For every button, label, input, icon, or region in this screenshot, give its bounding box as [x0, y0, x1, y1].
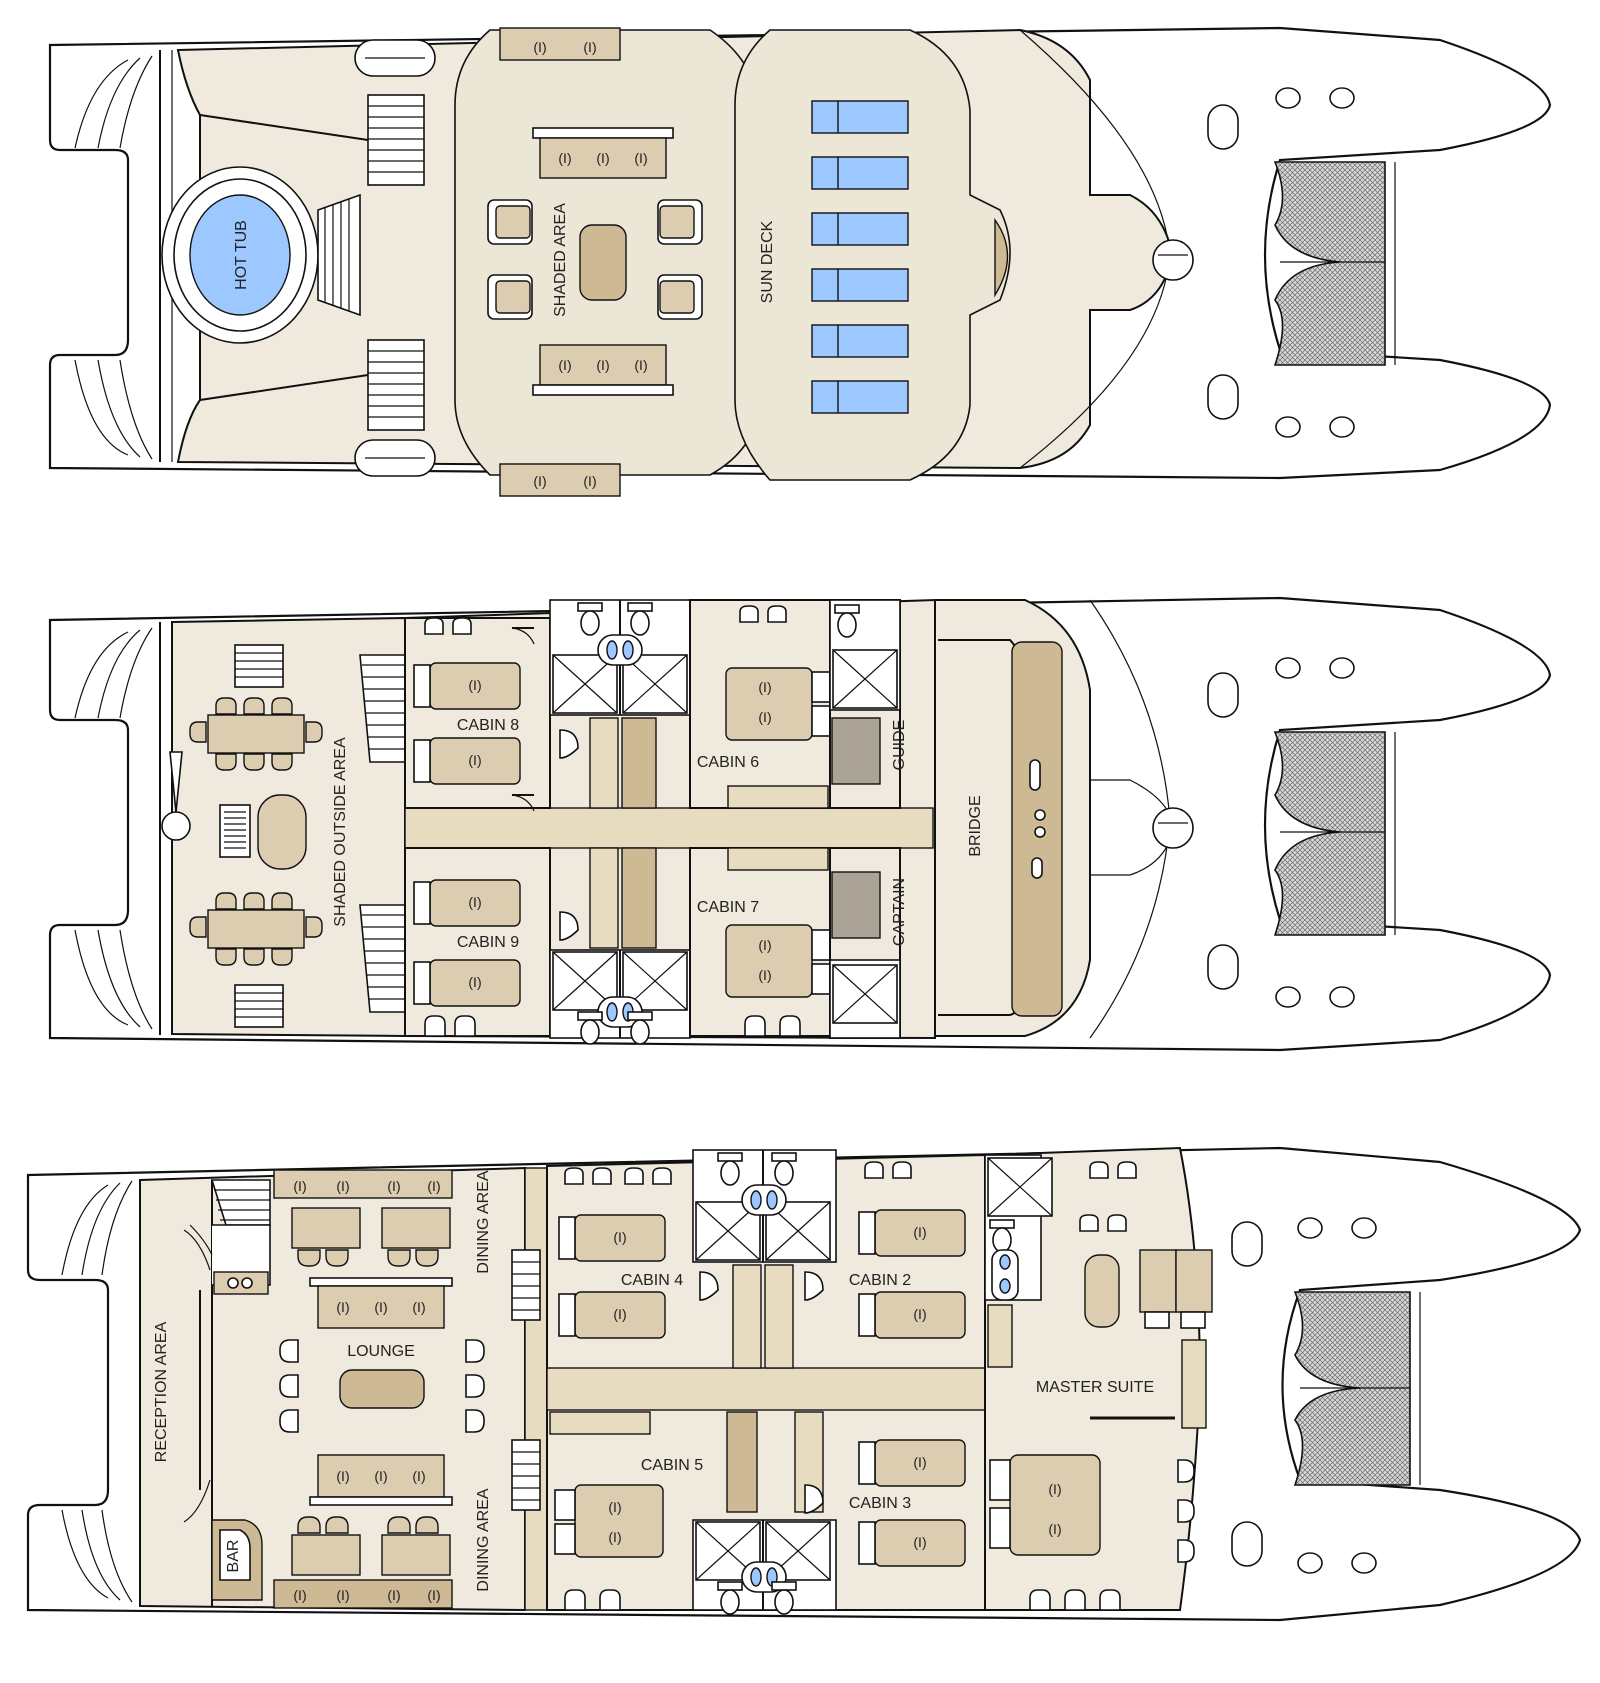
cabin-4: CABIN 4	[558, 1167, 719, 1339]
main-corridor	[546, 1367, 986, 1411]
svg-text:(I): (I)	[758, 937, 771, 953]
svg-text:(I): (I)	[293, 1587, 306, 1603]
lounge-label: LOUNGE	[347, 1343, 415, 1360]
bathroom-cabin-5-3	[692, 1519, 837, 1615]
svg-text:(I): (I)	[583, 39, 596, 55]
cabin-9: CABIN 9	[404, 847, 579, 1037]
sun-lounger	[811, 268, 909, 302]
sun-lounger	[811, 100, 909, 134]
cabin-3: CABIN 3	[804, 1439, 966, 1567]
svg-text:(I): (I)	[634, 357, 647, 373]
sun-lounger	[811, 380, 909, 414]
bathroom-cabin-4-2	[692, 1149, 837, 1263]
master-suite-label: MASTER SUITE	[1036, 1379, 1154, 1396]
svg-text:(I): (I)	[293, 1178, 306, 1194]
svg-text:(I): (I)	[1048, 1521, 1061, 1537]
hot-tub	[189, 194, 291, 316]
svg-text:(I): (I)	[596, 150, 609, 166]
upper-deck: SHADED OUTSIDE AREA CABIN 8 CABIN 9	[48, 596, 1552, 1052]
aft-dining-bottom	[189, 892, 323, 966]
bar: BAR	[211, 1519, 263, 1601]
svg-text:(I): (I)	[336, 1178, 349, 1194]
bathroom-cabin-8-6	[549, 599, 691, 716]
cabin-7: CABIN 7 (I) (I)	[689, 847, 831, 1037]
cabin-2-label: CABIN 2	[849, 1272, 911, 1289]
svg-text:(I): (I)	[387, 1178, 400, 1194]
dining-area-top-label: DINING AREA	[475, 1170, 492, 1273]
cabin-2: CABIN 2	[804, 1161, 966, 1339]
sun-deck: HOT TUB (I) (I) (I) (I) (I) (I) (I	[48, 26, 1552, 497]
bridge: BRIDGE	[934, 599, 1091, 1037]
guide-label: GUIDE	[891, 720, 908, 771]
svg-text:(I): (I)	[412, 1468, 425, 1484]
svg-text:(I): (I)	[583, 473, 596, 489]
svg-text:(I): (I)	[758, 709, 771, 725]
svg-text:(I): (I)	[558, 150, 571, 166]
svg-text:(I): (I)	[758, 967, 771, 983]
svg-text:(I): (I)	[336, 1299, 349, 1315]
svg-text:(I): (I)	[758, 679, 771, 695]
svg-text:(I): (I)	[533, 473, 546, 489]
shaded-area-label: SHADED AREA	[552, 203, 569, 317]
bathroom-cabin-9-7	[549, 949, 691, 1045]
cabin-4-label: CABIN 4	[621, 1272, 683, 1289]
svg-text:(I): (I)	[608, 1499, 621, 1515]
captain-label: CAPTAIN	[891, 878, 908, 946]
aft-dining-top	[189, 697, 323, 771]
svg-text:(I): (I)	[412, 1299, 425, 1315]
bar-label: BAR	[225, 1540, 242, 1573]
captain-cabin: CAPTAIN	[829, 847, 908, 1039]
cabin-8-label: CABIN 8	[457, 717, 519, 734]
svg-text:(I): (I)	[1048, 1481, 1061, 1497]
sun-lounger	[811, 156, 909, 190]
svg-text:(I): (I)	[387, 1587, 400, 1603]
hot-tub-label: HOT TUB	[233, 220, 250, 290]
bridge-label: BRIDGE	[967, 795, 984, 856]
master-suite: MASTER SUITE (I) (I)	[984, 1146, 1213, 1611]
svg-text:(I): (I)	[374, 1299, 387, 1315]
dining-tables-bottom	[291, 1516, 451, 1576]
dining-area-bottom-label: DINING AREA	[475, 1488, 492, 1591]
shaded-outside-area-label: SHADED OUTSIDE AREA	[332, 737, 349, 927]
cabin-9-label: CABIN 9	[457, 934, 519, 951]
reception-area-label: RECEPTION AREA	[153, 1321, 170, 1462]
svg-text:(I): (I)	[634, 150, 647, 166]
cabin-6-label: CABIN 6	[697, 754, 759, 771]
cabin-8: CABIN 8	[404, 617, 579, 812]
svg-text:(I): (I)	[596, 357, 609, 373]
sun-lounger	[811, 212, 909, 246]
cabin-7-label: CABIN 7	[697, 899, 759, 916]
dining-tables-top	[291, 1207, 451, 1267]
sun-deck-label: SUN DECK	[759, 220, 776, 303]
main-deck: RECEPTION AREA BAR (I) (I) (I) (I) (I) (…	[26, 1146, 1582, 1622]
svg-text:(I): (I)	[608, 1529, 621, 1545]
cabin-3-label: CABIN 3	[849, 1495, 911, 1512]
guide-cabin: GUIDE	[829, 599, 908, 809]
sun-deck-area	[734, 29, 1011, 481]
svg-text:(I): (I)	[427, 1178, 440, 1194]
svg-text:(I): (I)	[374, 1468, 387, 1484]
svg-text:(I): (I)	[336, 1587, 349, 1603]
svg-text:(I): (I)	[558, 357, 571, 373]
svg-text:(I): (I)	[336, 1468, 349, 1484]
trampoline-net	[1273, 731, 1386, 936]
sun-lounger	[811, 324, 909, 358]
svg-text:(I): (I)	[427, 1587, 440, 1603]
lounge: (I) (I) (I) LOUNGE (I) (I) (I)	[279, 1277, 485, 1506]
trampoline-net	[1273, 161, 1386, 366]
cabin-5-label: CABIN 5	[641, 1457, 703, 1474]
cabin-5: CABIN 5 (I) (I)	[549, 1411, 703, 1611]
upper-corridor	[404, 807, 934, 849]
svg-text:(I): (I)	[533, 39, 546, 55]
cabin-6: (I) (I) CABIN 6	[689, 599, 831, 809]
